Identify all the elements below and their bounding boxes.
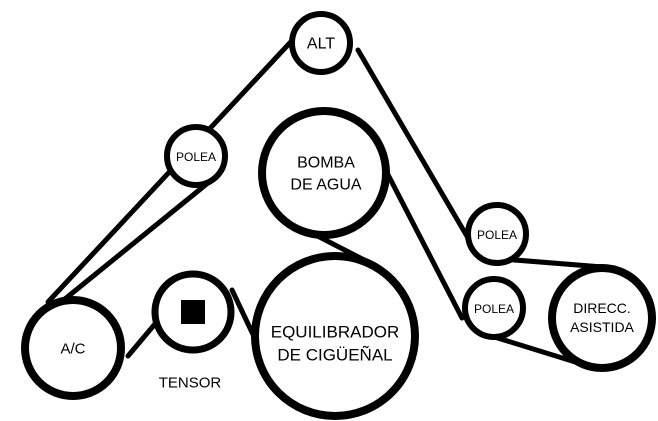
- pulley-alt: ALT: [289, 11, 353, 75]
- pulley-crankshaft-balancer: EQUILIBRADOR DE CIGÜEÑAL: [251, 252, 419, 420]
- equilibrador-label-line2: DE CIGÜEÑAL: [277, 346, 392, 365]
- polea-top-left-label: POLEA: [176, 150, 216, 164]
- pulley-water-pump: BOMBA DE AGUA: [258, 107, 390, 239]
- belt-segment-alt-to-polea-right: [355, 47, 471, 241]
- pulley-tensioner: TENSOR: [151, 270, 235, 392]
- polea-right-lower-label: POLEA: [474, 302, 514, 316]
- pulley-ac-compressor: A/C: [21, 296, 125, 400]
- bomba-label-line1: BOMBA: [297, 155, 355, 172]
- pulley-idler-top-left: POLEA: [164, 124, 228, 188]
- tensor-square-icon: [181, 300, 205, 324]
- pulley-idler-right-upper: POLEA: [465, 202, 529, 266]
- equilibrador-label-line1: EQUILIBRADOR: [271, 323, 399, 342]
- belt-segment-ac-to-polea: [57, 175, 217, 306]
- pulley-idler-right-lower: POLEA: [462, 276, 526, 340]
- ac-label: A/C: [60, 341, 85, 358]
- direcc-label-line1: DIRECC.: [573, 300, 631, 316]
- polea-right-upper-label: POLEA: [477, 228, 517, 242]
- bomba-label-line2: DE AGUA: [290, 177, 361, 194]
- direcc-label-line2: ASISTIDA: [570, 319, 634, 335]
- alt-label: ALT: [307, 36, 335, 53]
- belt-segment-polea-lower-to-bomba: [380, 162, 465, 321]
- pulley-power-steering: DIRECC. ASISTIDA: [548, 264, 656, 372]
- tensor-label: TENSOR: [159, 375, 222, 392]
